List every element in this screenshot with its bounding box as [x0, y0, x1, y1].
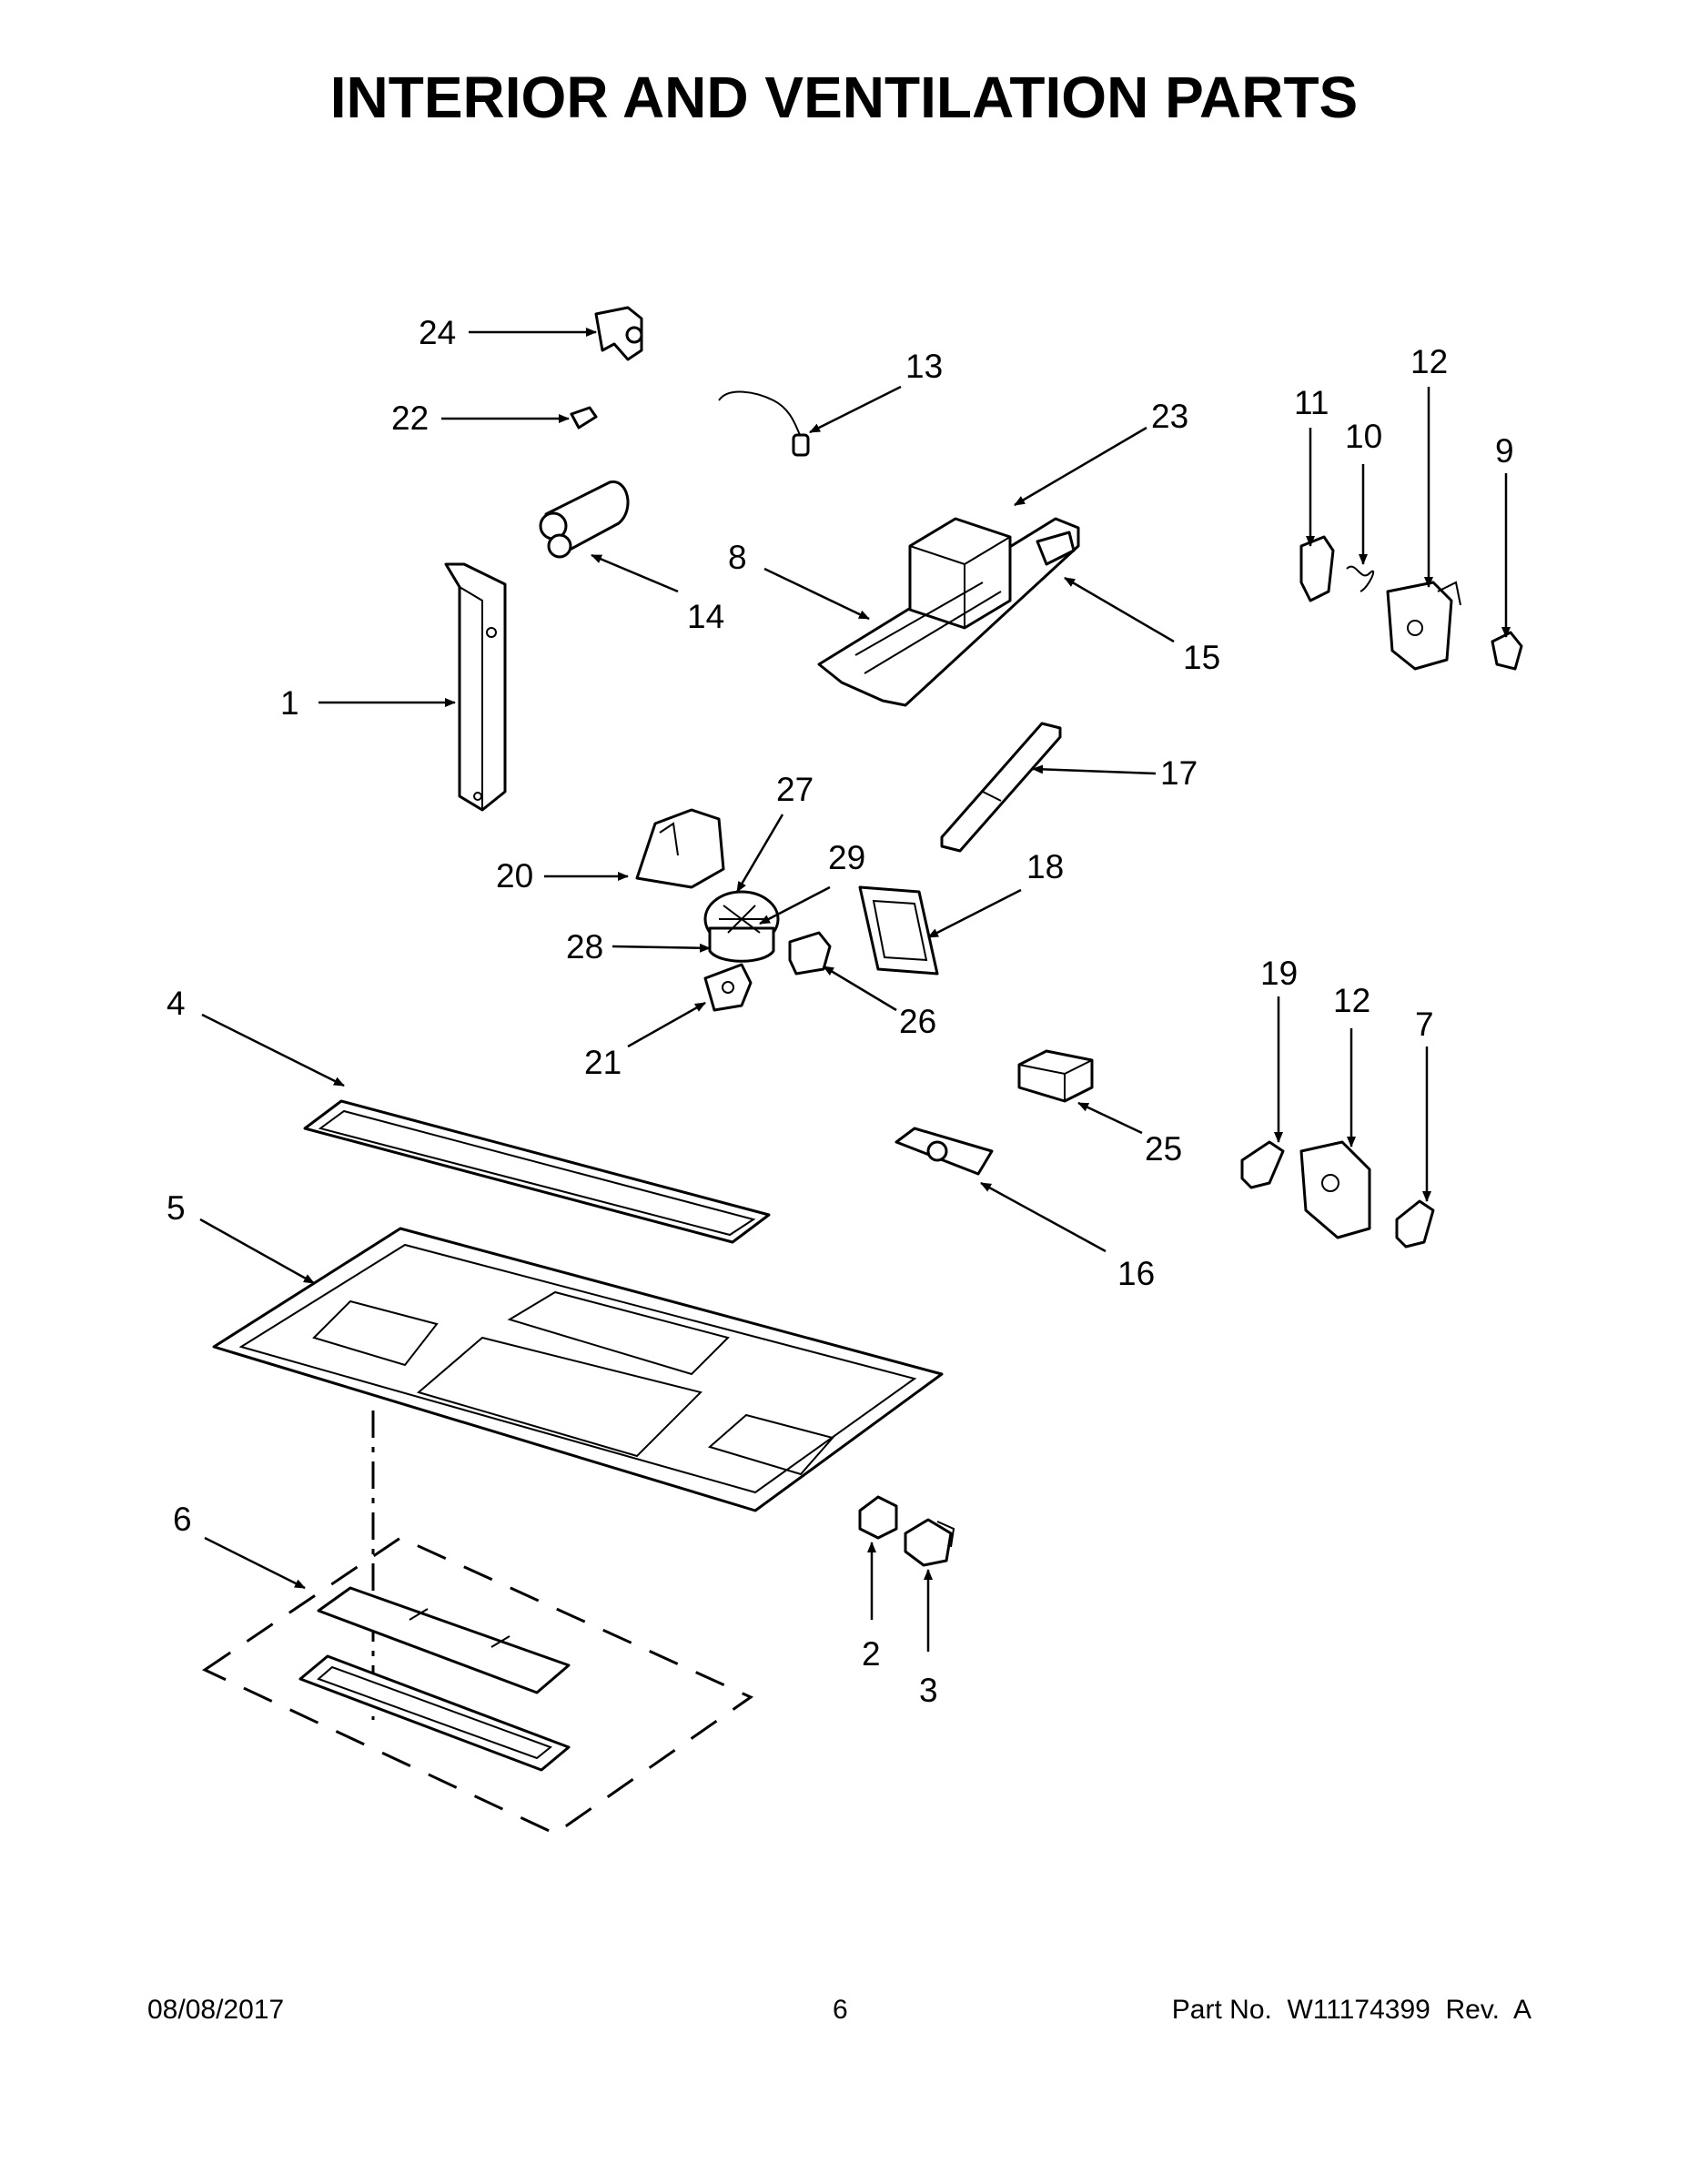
- part-4-panel: [303, 1099, 771, 1244]
- part-25-box: [1017, 1049, 1094, 1103]
- callout-24: 24: [419, 314, 456, 351]
- callout-17: 17: [1160, 754, 1198, 792]
- part-11-switch: [1299, 535, 1335, 602]
- callout-5: 5: [167, 1189, 186, 1227]
- part-21-switch: [703, 963, 753, 1012]
- callout-13: 13: [905, 348, 943, 385]
- part-2-lamp: [858, 1495, 898, 1540]
- part-27-28-29-fan-motor: [703, 890, 780, 963]
- callout-labels: 24 22 13 23 11 10 12 9 14 8 15 1 17 27 2…: [167, 314, 1514, 1709]
- callout-28: 28: [566, 928, 603, 966]
- part-12-switch-holder-top: [1386, 581, 1461, 671]
- callout-10: 10: [1345, 418, 1382, 455]
- callout-9: 9: [1495, 432, 1514, 470]
- page-title: INTERIOR AND VENTILATION PARTS: [329, 65, 1359, 130]
- part-5-base-plate: [212, 1227, 944, 1512]
- callout-12-top: 12: [1410, 343, 1448, 380]
- part-12-switch-holder-bottom: [1299, 1140, 1371, 1239]
- part-6-filter-kit: [201, 1536, 754, 1835]
- callout-27: 27: [776, 771, 814, 808]
- callout-3: 3: [919, 1672, 938, 1709]
- callout-6: 6: [173, 1501, 192, 1538]
- callout-15: 15: [1183, 639, 1220, 676]
- callout-14: 14: [687, 598, 724, 635]
- callout-18: 18: [1026, 848, 1064, 885]
- part-10-spring: [1346, 565, 1375, 592]
- part-18-plate: [858, 885, 939, 976]
- callout-8: 8: [728, 539, 747, 576]
- callout-25: 25: [1145, 1130, 1182, 1168]
- callout-23: 23: [1151, 398, 1188, 435]
- callout-26: 26: [899, 1003, 936, 1040]
- callout-12-bottom: 12: [1333, 982, 1370, 1019]
- callout-1: 1: [280, 684, 299, 722]
- callout-22: 22: [391, 399, 429, 437]
- callout-20: 20: [496, 857, 533, 895]
- callout-4: 4: [167, 985, 186, 1022]
- part-8-23-15-transformer-assembly: [817, 517, 1080, 707]
- part-7-switch: [1395, 1199, 1435, 1249]
- part-1-bracket: [444, 562, 507, 812]
- footer-page-number: 6: [833, 1995, 848, 2025]
- part-19-switch: [1240, 1140, 1285, 1189]
- callout-2: 2: [862, 1635, 881, 1673]
- part-22-clip: [570, 406, 598, 430]
- footer-date: 08/08/2017: [147, 1995, 285, 2025]
- part-9-switch: [1491, 631, 1523, 671]
- part-17-rail: [940, 722, 1062, 853]
- callout-29: 29: [828, 839, 865, 876]
- part-20-fan-housing: [635, 808, 725, 889]
- part-14-capacitor: [539, 480, 630, 559]
- part-16-board: [895, 1127, 994, 1176]
- callout-19: 19: [1260, 955, 1298, 992]
- part-3-socket: [904, 1518, 955, 1567]
- part-13-wire-sensor: [718, 390, 810, 457]
- part-24-bracket: [594, 306, 643, 361]
- callout-7: 7: [1415, 1006, 1434, 1043]
- callout-11: 11: [1294, 384, 1329, 421]
- callout-21: 21: [584, 1044, 622, 1081]
- leader-arrows: [199, 328, 1511, 1652]
- callout-16: 16: [1117, 1255, 1155, 1292]
- footer-part-number: Part No. W11174399 Rev. A: [1171, 1995, 1531, 2025]
